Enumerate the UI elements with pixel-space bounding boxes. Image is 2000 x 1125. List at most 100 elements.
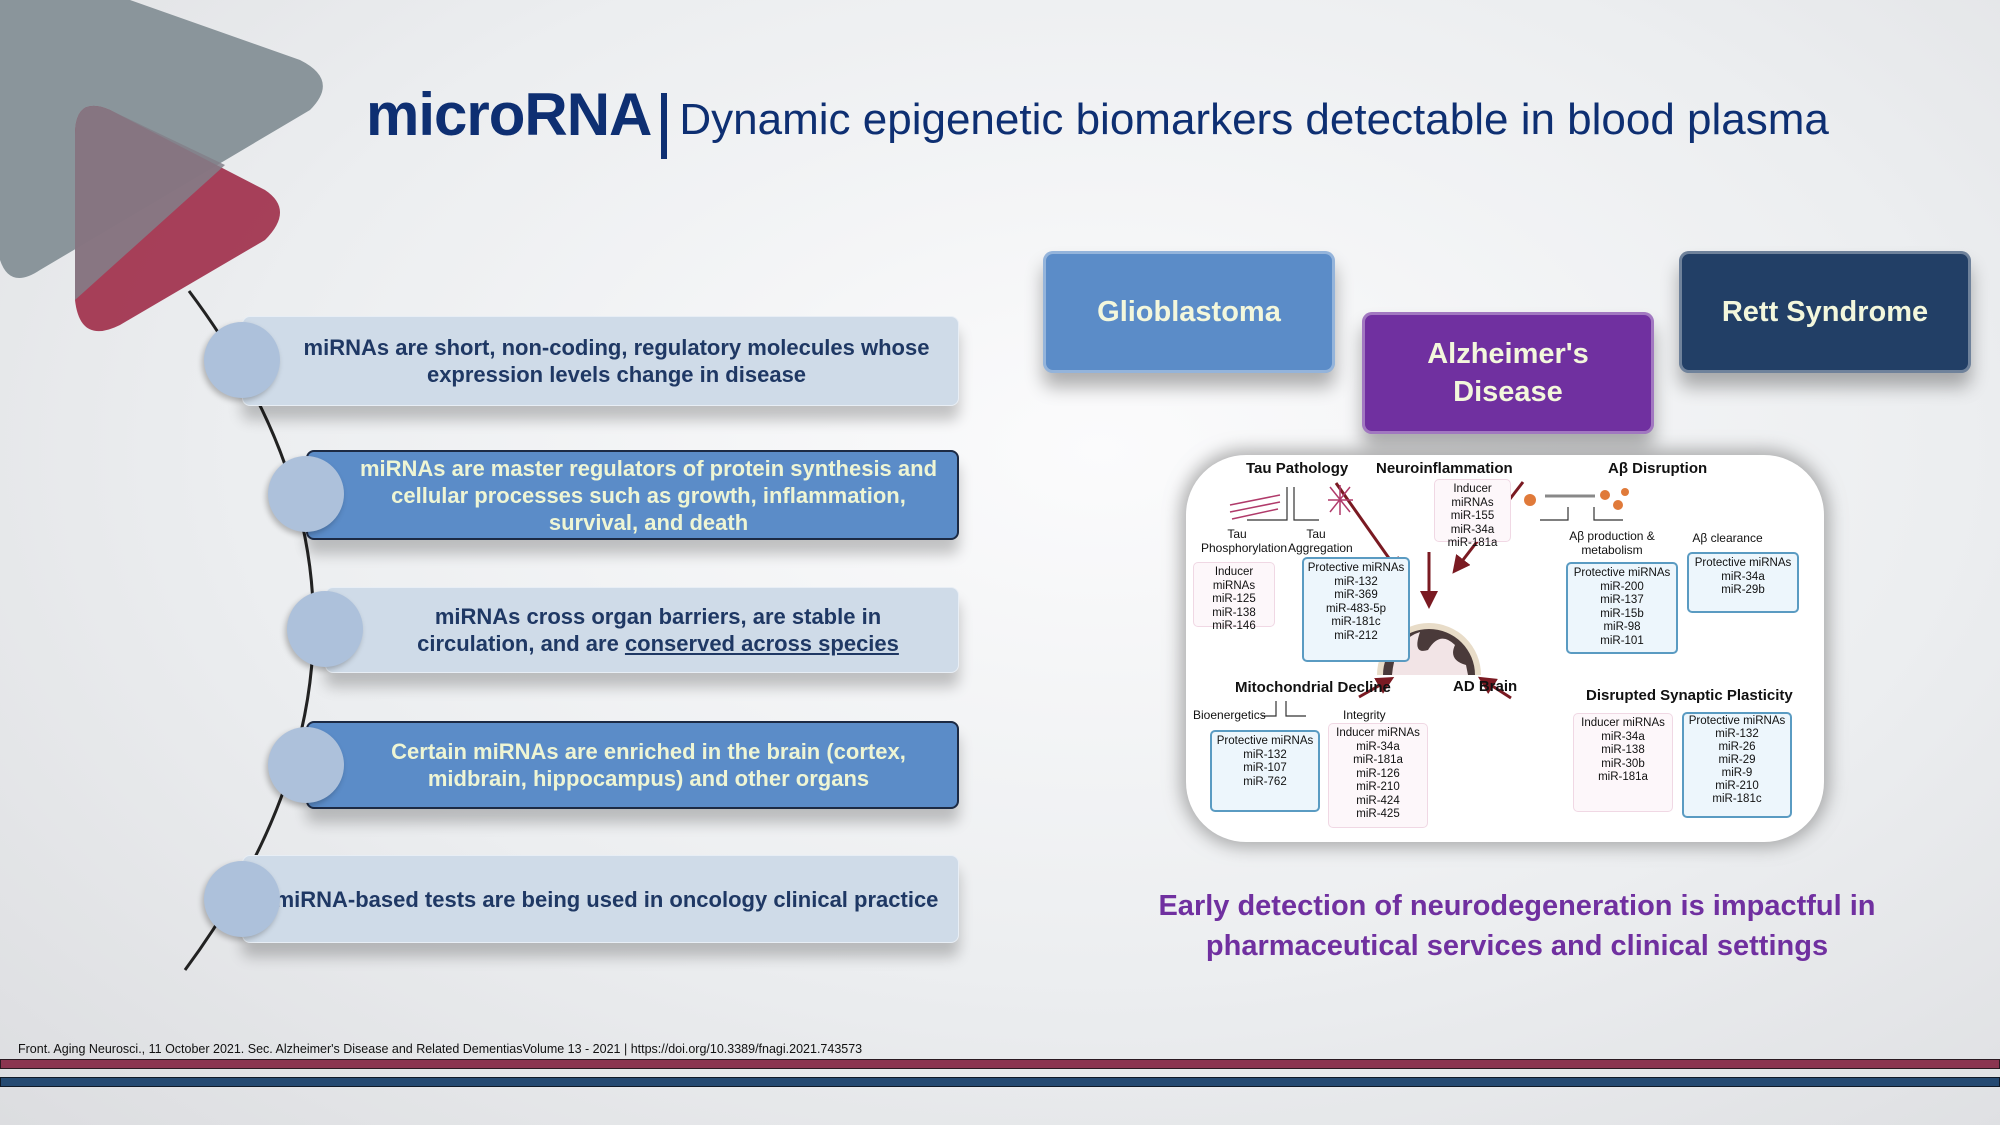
abeta-clearance-label: Aβ clearance <box>1692 531 1763 545</box>
mirna-item: miR-30b <box>1601 757 1645 770</box>
bullet-marker <box>204 861 280 937</box>
decorative-shapes <box>0 0 323 332</box>
bullet-text: Certain miRNAs are enriched in the brain… <box>391 739 906 791</box>
mirna-item: miR-101 <box>1600 634 1644 647</box>
blue-stripe <box>0 1077 2000 1087</box>
disease-label: Alzheimer's Disease <box>1427 338 1589 408</box>
mirna-item: miR-200 <box>1600 580 1644 593</box>
rett-syndrome-box: Rett Syndrome <box>1679 251 1971 373</box>
neuron-icon <box>1524 488 1629 510</box>
page-title: microRNA Dynamic epigenetic biomarkers d… <box>366 80 1829 159</box>
bioenergetics-label: Bioenergetics <box>1193 708 1266 722</box>
bullet-4: Certain miRNAs are enriched in the brain… <box>306 721 959 809</box>
mirna-item: miR-107 <box>1243 762 1287 774</box>
mirna-item: miR-15b <box>1600 607 1644 620</box>
box-label: Inducer miRNAs <box>1212 566 1256 592</box>
conclusion-line: Early detection of neurodegeneration is … <box>1158 890 1876 922</box>
box-label: Protective miRNAs <box>1216 735 1314 747</box>
doi-link[interactable]: https://doi.org/10.3389/fnagi.2021.74357… <box>630 1042 863 1056</box>
bullet-1: miRNAs are short, non-coding, regulatory… <box>242 316 959 406</box>
disease-label: Glioblastoma <box>1097 296 1281 328</box>
mirna-item: miR-425 <box>1356 808 1400 820</box>
mirna-item: miR-146 <box>1212 620 1256 632</box>
box-label: Protective miRNAs <box>1688 715 1786 727</box>
mitochondrial-decline-title: Mitochondrial Decline <box>1235 679 1391 696</box>
mirna-item: miR-210 <box>1356 781 1400 793</box>
bullet-3: miRNAs cross organ barriers, are stable … <box>325 587 959 673</box>
mirna-item: miR-181a <box>1598 771 1648 783</box>
ad-brain-label: AD Brain <box>1453 678 1518 695</box>
conserved-species-link[interactable]: conserved across species <box>624 631 899 656</box>
mirna-item: miR-181a <box>1447 537 1498 549</box>
mirna-item: miR-29b <box>1721 584 1765 596</box>
bullet-text: miRNAs are short, non-coding, regulatory… <box>303 335 930 387</box>
bullet-text-part: miRNAs cross organ barriers, are stable … <box>417 604 882 656</box>
box-label: Protective miRNAs <box>1694 557 1792 569</box>
tau-pathology-title: Tau Pathology <box>1246 460 1349 477</box>
mirna-item: miR-34a <box>1721 570 1765 583</box>
abeta-disruption-title: Aβ Disruption <box>1608 460 1708 477</box>
conclusion-line: pharmaceutical services and clinical set… <box>1205 930 1829 962</box>
bullet-text: miRNAs are master regulators of protein … <box>359 455 938 535</box>
bullet-2: miRNAs are master regulators of protein … <box>306 450 959 540</box>
bullet-marker <box>204 322 280 398</box>
red-stripe <box>0 1059 2000 1069</box>
bullet-marker <box>287 591 363 667</box>
mirna-item: miR-138 <box>1212 606 1256 619</box>
title-main: microRNA <box>366 81 652 148</box>
tau-icons <box>1229 485 1353 520</box>
mirna-item: miR-762 <box>1243 775 1287 788</box>
mirna-item: miR-137 <box>1600 594 1644 606</box>
box-label: Protective miRNAs <box>1573 567 1671 579</box>
bullet-text: miRNA-based tests are being used in onco… <box>274 886 939 912</box>
mirna-item: miR-132 <box>1243 748 1287 761</box>
tau-aggregation-label: Tau Aggregation <box>1288 527 1353 555</box>
mirna-item: miR-483-5p <box>1325 602 1387 615</box>
bullet-marker <box>268 456 344 532</box>
citation: Front. Aging Neurosci., 11 October 2021.… <box>18 1042 862 1056</box>
box-label: Inducer miRNAs <box>1451 483 1494 509</box>
alzheimers-box: Alzheimer's Disease <box>1362 312 1654 434</box>
title-divider <box>661 93 668 159</box>
abeta-production-label: Aβ production & metabolism <box>1569 529 1655 557</box>
conclusion-text: Early detection of neurodegeneration is … <box>1117 886 1917 966</box>
mirna-item: miR-181c <box>1331 616 1381 628</box>
mirna-item: miR-132 <box>1334 575 1378 588</box>
box-label: Inducer miRNAs <box>1581 717 1665 729</box>
mirna-item: miR-29 <box>1718 754 1756 766</box>
mirna-item: miR-126 <box>1356 767 1400 780</box>
glioblastoma-box: Glioblastoma <box>1043 251 1335 373</box>
mirna-item: miR-155 <box>1450 510 1495 522</box>
mirna-item: miR-212 <box>1334 629 1378 642</box>
neuroinflammation-title: Neuroinflammation <box>1376 460 1513 477</box>
mirna-item: miR-181a <box>1353 754 1403 766</box>
disease-label: Rett Syndrome <box>1721 296 1929 328</box>
mirna-item: miR-369 <box>1334 589 1378 601</box>
mirna-item: miR-424 <box>1356 794 1400 807</box>
synaptic-plasticity-title: Disrupted Synaptic Plasticity <box>1586 687 1793 704</box>
box-label: Inducer miRNAs <box>1336 727 1420 739</box>
bullet-marker <box>268 727 344 803</box>
mirna-item: miR-132 <box>1715 728 1759 740</box>
tau-phosphorylation-label: Tau Phosphorylation <box>1201 527 1288 555</box>
bullet-text: miRNAs cross organ barriers, are stable … <box>376 603 940 657</box>
title-subtitle: Dynamic epigenetic biomarkers detectable… <box>679 95 1829 144</box>
integrity-label: Integrity <box>1343 708 1386 722</box>
mirna-item: miR-98 <box>1603 621 1641 633</box>
mirna-item: miR-34a <box>1601 730 1645 743</box>
mirna-item: miR-125 <box>1212 593 1256 605</box>
box-label: Protective miRNAs <box>1307 562 1405 574</box>
mirna-item: miR-34a <box>1356 740 1400 753</box>
citation-text: Front. Aging Neurosci., 11 October 2021.… <box>18 1042 631 1056</box>
mirna-item: miR-138 <box>1601 744 1645 756</box>
mirna-item: miR-210 <box>1715 780 1759 792</box>
